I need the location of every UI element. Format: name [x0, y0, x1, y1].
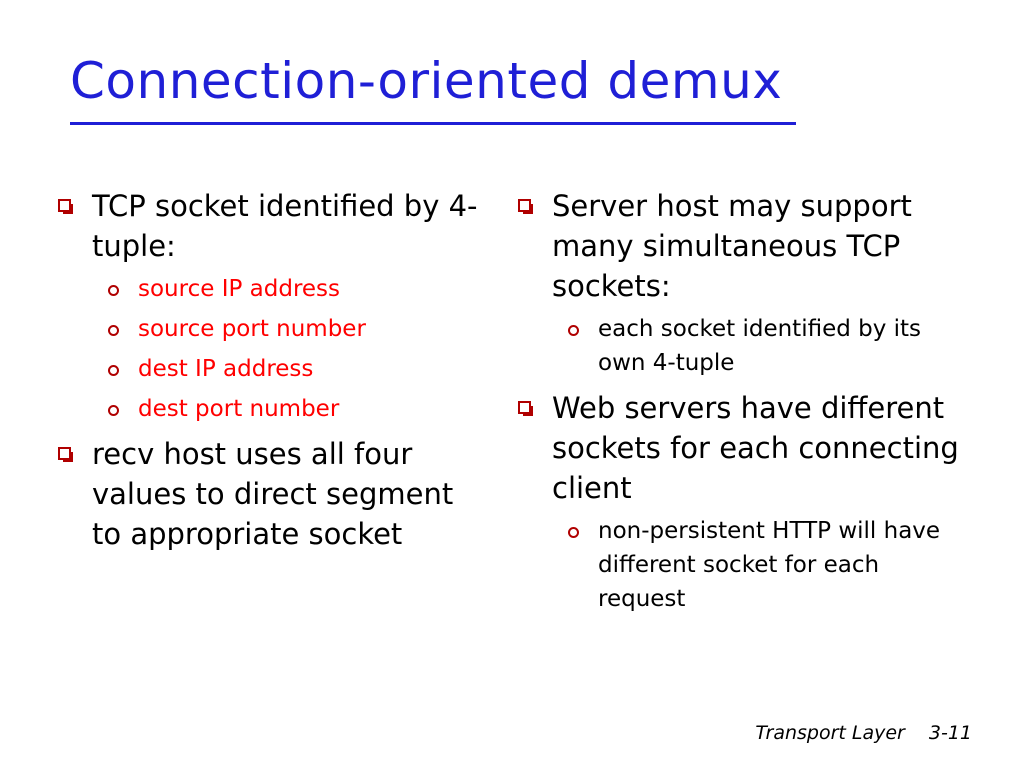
- slide-title: Connection-oriented demux: [70, 52, 783, 110]
- circle-bullet-icon: [108, 285, 119, 296]
- bullet-recv-host: recv host uses all four values to direct…: [58, 434, 478, 554]
- left-column: TCP socket identified by 4-tuple: source…: [58, 186, 478, 560]
- bullet-text: Server host may support many simultaneou…: [552, 189, 912, 303]
- square-bullet-icon: [518, 199, 533, 214]
- square-bullet-icon: [518, 401, 533, 416]
- sub-bullet-dest-ip: dest IP address: [58, 352, 478, 386]
- circle-bullet-icon: [568, 527, 579, 538]
- footer-label: Transport Layer: [755, 722, 905, 744]
- bullet-text: recv host uses all four values to direct…: [92, 437, 454, 551]
- circle-bullet-icon: [568, 325, 579, 336]
- square-bullet-icon: [58, 199, 73, 214]
- sub-bullet-list: non-persistent HTTP will have different …: [518, 514, 968, 616]
- sub-bullet-dest-port: dest port number: [58, 392, 478, 426]
- sub-bullet-list: source IP address source port number des…: [58, 272, 478, 426]
- page-number: 3-11: [928, 722, 972, 744]
- bullet-web-servers: Web servers have different sockets for e…: [518, 388, 968, 508]
- circle-bullet-icon: [108, 365, 119, 376]
- sub-bullet-source-ip: source IP address: [58, 272, 478, 306]
- circle-bullet-icon: [108, 325, 119, 336]
- circle-bullet-icon: [108, 405, 119, 416]
- bullet-server-host: Server host may support many simultaneou…: [518, 186, 968, 306]
- title-underline: [70, 122, 796, 125]
- slide-footer: Transport Layer 3-11: [755, 722, 972, 744]
- sub-bullet-text: source port number: [138, 316, 366, 342]
- bullet-tcp-socket: TCP socket identified by 4-tuple:: [58, 186, 478, 266]
- square-bullet-icon: [58, 447, 73, 462]
- sub-bullet-each-socket: each socket identified by its own 4-tupl…: [518, 312, 968, 380]
- sub-bullet-text: dest port number: [138, 396, 340, 422]
- sub-bullet-text: dest IP address: [138, 356, 314, 382]
- sub-bullet-text: each socket identified by its own 4-tupl…: [598, 316, 922, 376]
- bullet-text: TCP socket identified by 4-tuple:: [92, 189, 478, 263]
- sub-bullet-non-persistent-http: non-persistent HTTP will have different …: [518, 514, 968, 616]
- sub-bullet-text: non-persistent HTTP will have different …: [598, 518, 941, 612]
- sub-bullet-text: source IP address: [138, 276, 341, 302]
- right-column: Server host may support many simultaneou…: [518, 186, 968, 624]
- sub-bullet-source-port: source port number: [58, 312, 478, 346]
- sub-bullet-list: each socket identified by its own 4-tupl…: [518, 312, 968, 380]
- bullet-text: Web servers have different sockets for e…: [552, 391, 959, 505]
